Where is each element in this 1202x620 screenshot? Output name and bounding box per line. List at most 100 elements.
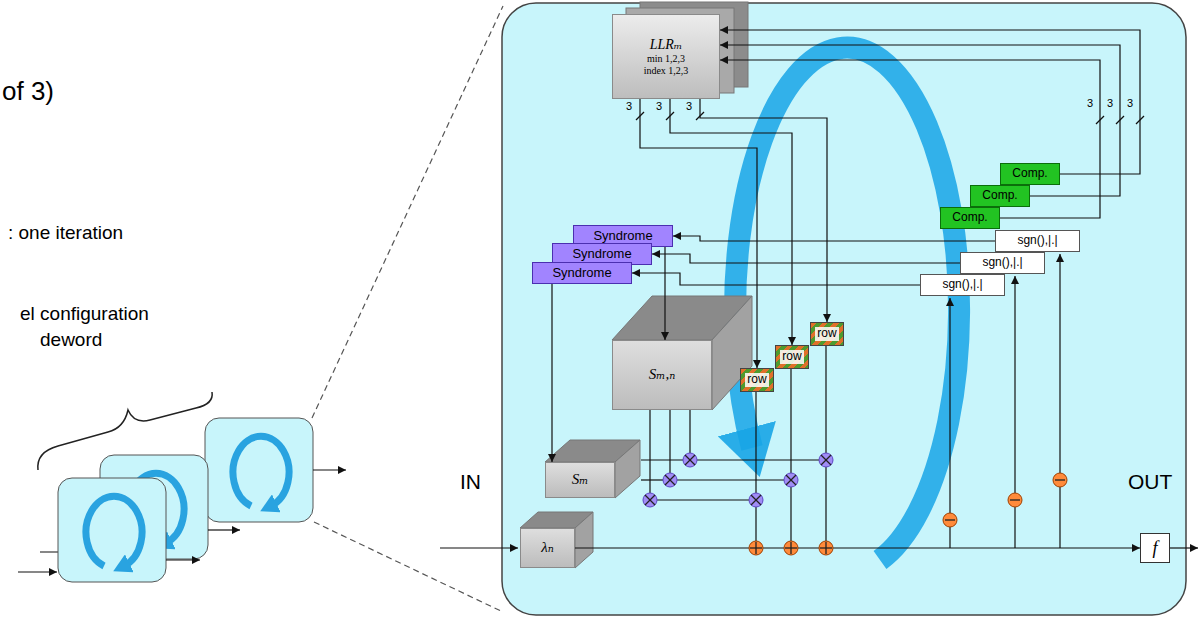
node-text: sgn(),|.|: [942, 278, 982, 292]
memory-side-face: [615, 440, 640, 498]
node-text: Comp.: [982, 189, 1017, 203]
label-text: 3: [1127, 97, 1133, 109]
label-text: OUT: [1128, 470, 1172, 493]
operator-mark: [945, 519, 955, 520]
node-text: sgn(),|.|: [982, 256, 1022, 270]
label-text: 3: [1087, 97, 1093, 109]
port-label: IN: [460, 470, 481, 494]
operator-mark: [665, 475, 675, 485]
multiplier-symbol: [784, 473, 798, 487]
node-text: f: [1152, 538, 1157, 559]
operator-circle: [819, 541, 833, 555]
zoom-line: [312, 6, 503, 418]
node-text: λₙ: [541, 539, 554, 556]
signal-connector: [673, 236, 995, 241]
operator-mark: [685, 455, 695, 465]
decoder-panel: [502, 3, 1186, 615]
operator-mark: [645, 495, 655, 505]
operator-mark: [685, 455, 695, 465]
operator-mark: [821, 455, 831, 465]
memory-side-face: [712, 296, 752, 410]
operator-circle: [943, 513, 957, 527]
node-text: Syndrome: [552, 266, 611, 281]
memory-side-face: [575, 512, 593, 568]
label-text: 3: [626, 100, 632, 112]
multiplier-symbol: [663, 473, 677, 487]
label-text: : one iteration: [8, 222, 123, 243]
llr-memory: LLRₘmin 1,2,3index 1,2,3: [612, 14, 720, 99]
decision-function: f: [1140, 533, 1170, 563]
decoder-copy: [205, 418, 346, 522]
label-text: 3: [1107, 97, 1113, 109]
label-text: 3: [656, 100, 662, 112]
signal-connector: [632, 273, 920, 285]
operator-mark: [825, 542, 826, 554]
bus-width: 3: [626, 100, 632, 113]
label-text: IN: [460, 470, 481, 493]
signal-connector: [720, 45, 1120, 196]
operator-mark: [755, 542, 756, 554]
operator-mark: [790, 542, 791, 554]
signal-connector: [652, 254, 960, 263]
multiplier-symbol: [643, 493, 657, 507]
caption-fragment: : one iteration: [8, 222, 123, 244]
compare-unit: Comp.: [940, 207, 1000, 229]
node-text: Sₘ,ₙ: [649, 366, 676, 383]
node-text: sgn(),|.|: [1017, 234, 1057, 248]
operator-circle: [643, 493, 657, 507]
bus-width: 3: [1107, 97, 1113, 110]
operator-circle: [784, 541, 798, 555]
zoom-line: [314, 522, 503, 612]
operator-mark: [751, 495, 761, 505]
memory-block: Sₘ,ₙ: [612, 340, 712, 410]
operator-circle: [683, 453, 697, 467]
subtractor-symbol: [943, 513, 957, 527]
node-text: row: [745, 373, 768, 387]
node-text: Comp.: [1012, 167, 1047, 181]
bus-width: 3: [656, 100, 662, 113]
operator-circle: [819, 453, 833, 467]
adder-symbol: [819, 541, 833, 555]
operator-circle: [1008, 493, 1022, 507]
signal-connector: [664, 247, 665, 340]
syndrome-unit: Syndrome: [532, 262, 632, 284]
node-text: Syndrome: [572, 247, 631, 262]
sign-magnitude-unit: sgn(),|.|: [920, 274, 1005, 296]
row-unit: row: [740, 368, 774, 392]
adder-symbol: [784, 541, 798, 555]
caption-fragment: el configuration: [20, 303, 149, 325]
signal-connector: [551, 284, 552, 462]
node-text: Syndrome: [593, 229, 652, 244]
label-text: 3: [686, 100, 692, 112]
datapath-wire: [440, 112, 1198, 548]
compare-unit: Comp.: [970, 185, 1030, 207]
bus-width: 3: [1087, 97, 1093, 110]
signal-connector: [720, 30, 1140, 174]
sign-magnitude-unit: sgn(),|.|: [960, 252, 1045, 274]
port-label: OUT: [1128, 470, 1172, 494]
label-text: el configuration: [20, 303, 149, 324]
compare-unit: Comp.: [1000, 163, 1060, 185]
node-text: Comp.: [952, 211, 987, 225]
caption-fragment: deword: [40, 329, 102, 351]
caption-fragment: of 3): [2, 76, 54, 107]
bus-width: 3: [1127, 97, 1133, 110]
operator-circle: [663, 473, 677, 487]
operator-circle: [1053, 473, 1067, 487]
multiplier-symbol: [819, 453, 833, 467]
operator-mark: [751, 495, 761, 505]
memory-block: λₙ: [520, 528, 575, 568]
multiplier-symbol: [749, 493, 763, 507]
iteration-swirl: [735, 48, 959, 560]
row-unit: row: [810, 322, 844, 346]
row-unit: row: [775, 345, 809, 369]
node-text: row: [815, 327, 838, 341]
decoder-copy: [18, 478, 200, 582]
subtractor-symbol: [1053, 473, 1067, 487]
operator-mark: [645, 495, 655, 505]
operator-mark: [1010, 499, 1020, 500]
operator-circle: [749, 541, 763, 555]
